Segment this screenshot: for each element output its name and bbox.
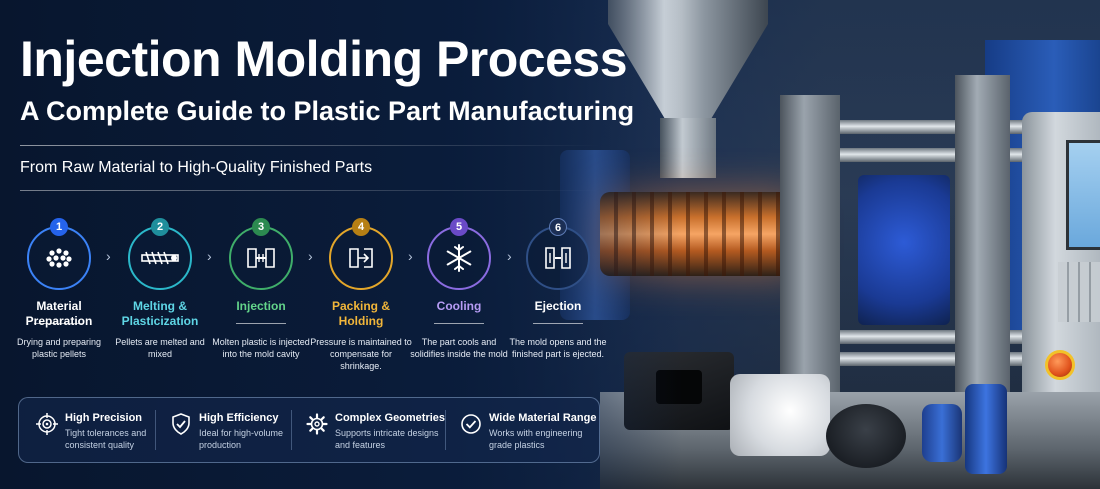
step-description: The mold opens and the finished part is … bbox=[509, 337, 607, 359]
step-number: 1 bbox=[50, 218, 68, 236]
step-name: Ejection bbox=[534, 299, 582, 313]
feature-title: High Precision bbox=[65, 412, 143, 424]
step-number: 6 bbox=[549, 218, 567, 236]
step-name: Cooling bbox=[436, 299, 482, 313]
page-subtitle: A Complete Guide to Plastic Part Manufac… bbox=[20, 96, 635, 126]
step-description: Molten plastic is injected into the mold… bbox=[212, 337, 310, 359]
chevron-right-icon: › bbox=[207, 248, 212, 264]
step-description: Drying and preparing plastic pellets bbox=[16, 337, 102, 359]
gear-icon bbox=[305, 412, 329, 436]
feature-complex-geometries: Complex Geometries Supports intricate de… bbox=[305, 410, 445, 454]
chevron-right-icon: › bbox=[507, 248, 512, 264]
feature-description: Supports intricate designs and features bbox=[335, 428, 439, 450]
step-description: Pressure is maintained to compensate for… bbox=[310, 337, 412, 371]
step-description: Pellets are melted and mixed bbox=[115, 337, 205, 359]
divider bbox=[20, 190, 600, 191]
process-steps: 1 Material Preparation Drying and prepar… bbox=[8, 218, 608, 378]
divider bbox=[445, 410, 446, 450]
divider bbox=[291, 410, 292, 450]
screw-icon bbox=[128, 226, 192, 290]
feature-bar: High Precision Tight tolerances and cons… bbox=[18, 397, 600, 463]
chevron-right-icon: › bbox=[308, 248, 313, 264]
target-icon bbox=[35, 412, 59, 436]
shield-check-icon bbox=[169, 412, 193, 436]
divider bbox=[155, 410, 156, 450]
snowflake-icon bbox=[427, 226, 491, 290]
step-name: Injection bbox=[236, 299, 286, 313]
step-description: The part cools and solidifies inside the… bbox=[410, 337, 508, 359]
divider bbox=[20, 145, 600, 146]
step-underline bbox=[434, 323, 484, 324]
check-circle-icon bbox=[459, 412, 483, 436]
feature-title: High Efficiency bbox=[199, 412, 279, 424]
step-name: Melting & Plasticization bbox=[121, 299, 199, 328]
chevron-right-icon: › bbox=[106, 248, 111, 264]
pellets-icon bbox=[27, 226, 91, 290]
step-name: Packing & Holding bbox=[331, 299, 391, 328]
feature-title: Complex Geometries bbox=[335, 412, 446, 424]
step-number: 4 bbox=[352, 218, 370, 236]
step-number: 5 bbox=[450, 218, 468, 236]
feature-wide-material-range: Wide Material Range Works with engineeri… bbox=[459, 410, 599, 454]
feature-high-efficiency: High Efficiency Ideal for high-volume pr… bbox=[169, 410, 309, 454]
page-title: Injection Molding Process bbox=[20, 31, 628, 87]
step-number: 3 bbox=[252, 218, 270, 236]
packing-icon bbox=[329, 226, 393, 290]
step-underline bbox=[533, 323, 583, 324]
chevron-right-icon: › bbox=[408, 248, 413, 264]
feature-high-precision: High Precision Tight tolerances and cons… bbox=[35, 410, 175, 454]
tagline: From Raw Material to High-Quality Finish… bbox=[20, 159, 373, 176]
feature-title: Wide Material Range bbox=[489, 412, 597, 424]
feature-description: Ideal for high-volume production bbox=[199, 428, 284, 450]
step-name: Material Preparation bbox=[25, 299, 93, 328]
step-underline bbox=[236, 323, 286, 324]
injection-icon bbox=[229, 226, 293, 290]
step-number: 2 bbox=[151, 218, 169, 236]
feature-description: Works with engineering grade plastics bbox=[489, 428, 583, 450]
step-underline bbox=[34, 323, 84, 324]
feature-description: Tight tolerances and consistent quality bbox=[65, 428, 147, 450]
